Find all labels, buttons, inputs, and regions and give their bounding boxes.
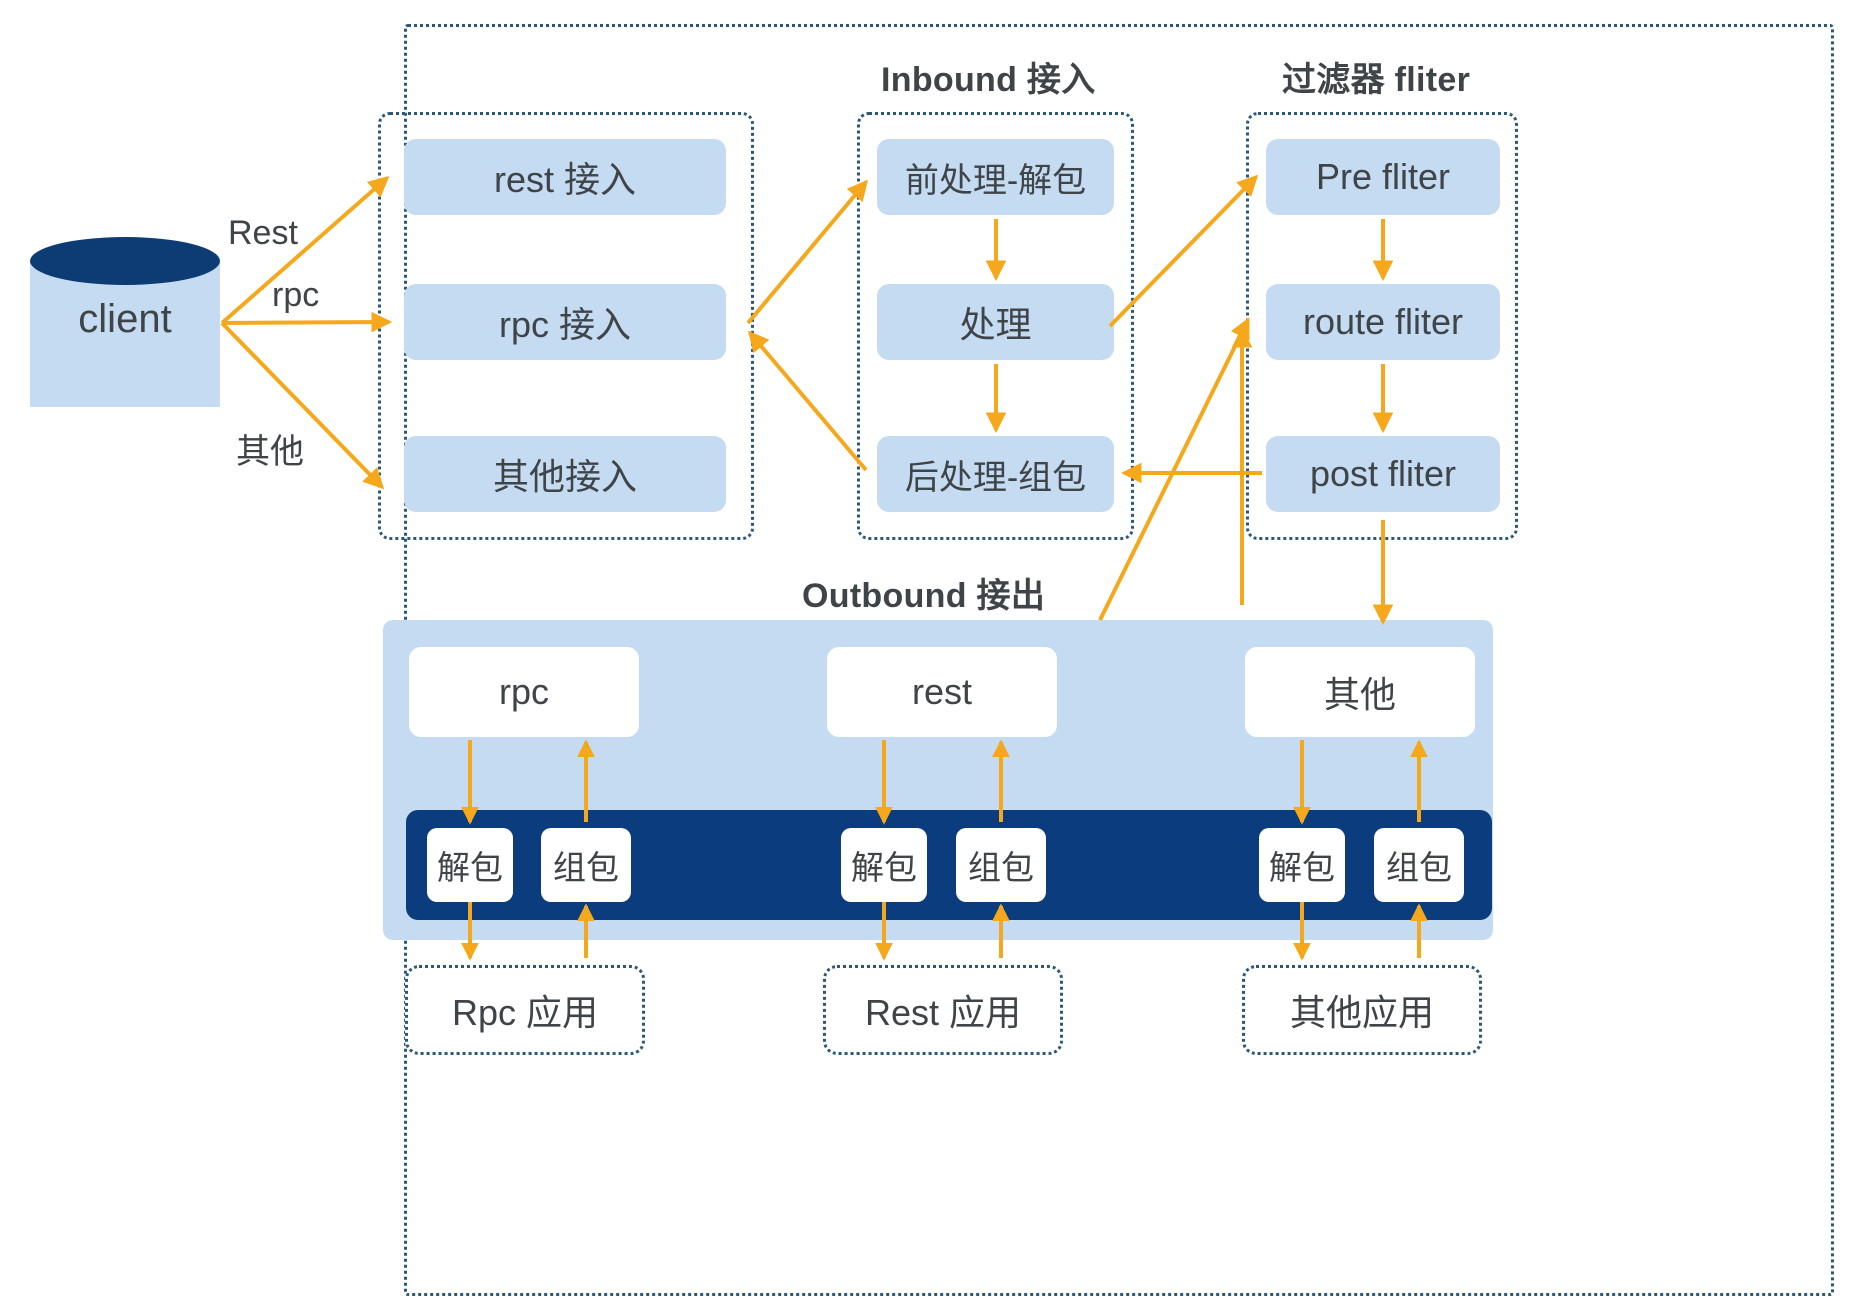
arrow-client-to-rpc (221, 311, 393, 333)
inbound-box-preprocess[interactable]: 前处理-解包 (877, 139, 1114, 215)
ingress-box-other[interactable]: 其他接入 (404, 436, 726, 512)
application-rest[interactable]: Rest 应用 (823, 965, 1063, 1055)
outbound-group-title: Outbound 接出 (802, 577, 1046, 615)
inbound-group-title: Inbound 接入 (881, 61, 1096, 99)
codec-decode-rpc[interactable]: 解包 (427, 828, 513, 902)
inbound-box-preprocess-label: 前处理-解包 (904, 161, 1087, 200)
inbound-box-postprocess[interactable]: 后处理-组包 (877, 436, 1114, 512)
filter-group-title: 过滤器 fliter (1282, 61, 1471, 99)
inbound-box-process-label: 处理 (959, 304, 1032, 345)
cylinder-bottom (30, 363, 220, 407)
ingress-box-rest[interactable]: rest 接入 (404, 139, 726, 215)
edge-label-rpc: rpc (272, 276, 320, 314)
application-rpc-label: Rpc 应用 (451, 992, 599, 1033)
codec-encode-rpc-label: 组包 (553, 849, 619, 886)
outbound-protocol-rpc[interactable]: rpc (409, 647, 639, 737)
codec-decode-other-label: 解包 (1269, 849, 1335, 886)
outbound-protocol-rest-label: rest (911, 671, 972, 712)
codec-decode-rpc-label: 解包 (437, 849, 503, 886)
ingress-box-rpc[interactable]: rpc 接入 (404, 284, 726, 360)
codec-decode-rest-label: 解包 (851, 849, 917, 886)
application-other[interactable]: 其他应用 (1242, 965, 1482, 1055)
filter-box-post[interactable]: post fliter (1266, 436, 1500, 512)
edge-label-rest: Rest (228, 214, 298, 252)
codec-encode-other[interactable]: 组包 (1374, 828, 1464, 902)
outbound-protocol-rest[interactable]: rest (827, 647, 1057, 737)
filter-box-route[interactable]: route fliter (1266, 284, 1500, 360)
codec-encode-rest-label: 组包 (968, 849, 1034, 886)
codec-encode-rest[interactable]: 组包 (956, 828, 1046, 902)
outbound-protocol-rpc-label: rpc (498, 671, 549, 712)
inbound-box-postprocess-label: 后处理-组包 (904, 458, 1087, 497)
ingress-box-rpc-label: rpc 接入 (498, 304, 631, 345)
codec-encode-other-label: 组包 (1386, 849, 1452, 886)
client-cylinder: client (30, 237, 220, 412)
codec-decode-other[interactable]: 解包 (1259, 828, 1345, 902)
inbound-box-process[interactable]: 处理 (877, 284, 1114, 360)
ingress-box-other-label: 其他接入 (492, 456, 637, 497)
cylinder-top (30, 237, 220, 285)
ingress-box-rest-label: rest 接入 (493, 159, 636, 200)
filter-box-pre-label: Pre fliter (1315, 156, 1451, 197)
filter-box-post-label: post fliter (1309, 453, 1457, 494)
edge-label-other: 其他 (236, 433, 304, 471)
application-rpc[interactable]: Rpc 应用 (405, 965, 645, 1055)
codec-encode-rpc[interactable]: 组包 (541, 828, 631, 902)
outbound-protocol-other[interactable]: 其他 (1245, 647, 1475, 737)
outbound-protocol-other-label: 其他 (1323, 674, 1396, 715)
application-other-label: 其他应用 (1289, 992, 1434, 1033)
filter-box-route-label: route fliter (1302, 301, 1464, 342)
application-rest-label: Rest 应用 (864, 992, 1022, 1033)
codec-decode-rest[interactable]: 解包 (841, 828, 927, 902)
filter-box-pre[interactable]: Pre fliter (1266, 139, 1500, 215)
client-label: client (78, 297, 172, 341)
